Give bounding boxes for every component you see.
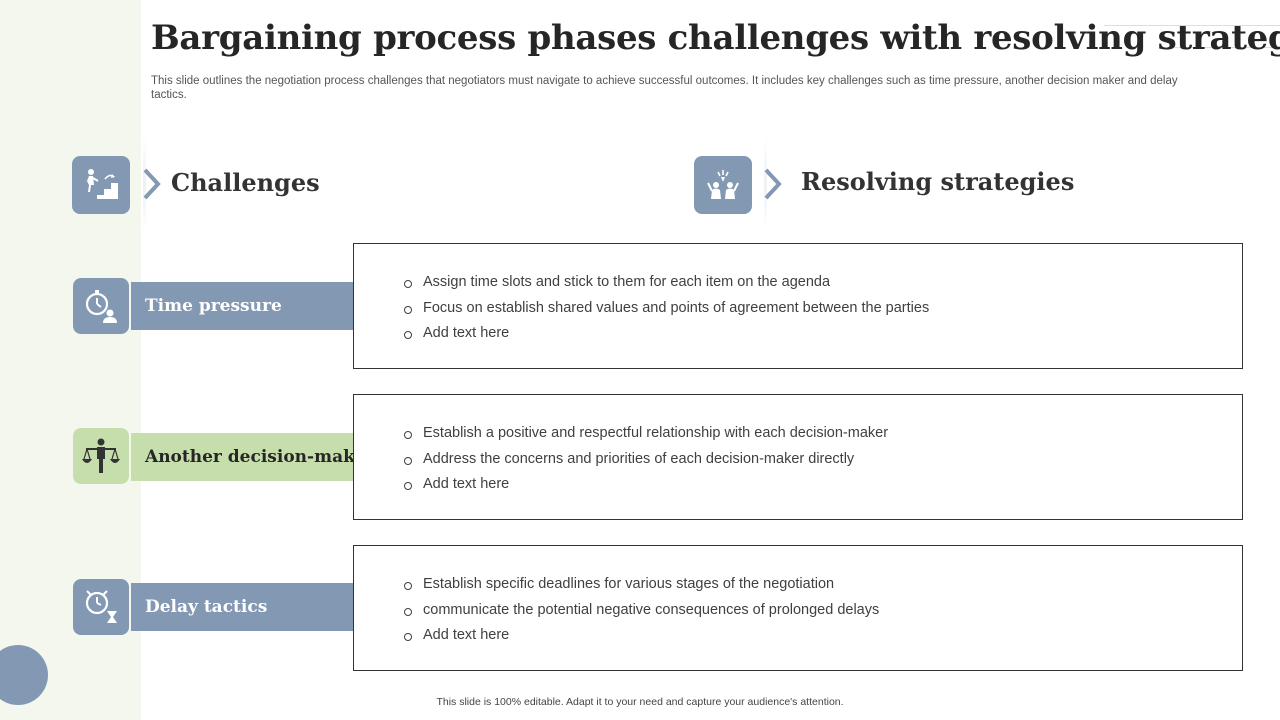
header-separator: [143, 136, 146, 232]
list-item: Add text here: [404, 623, 1242, 649]
decor-line: [1175, 47, 1280, 48]
clock-hourglass-icon: [73, 579, 129, 635]
row-label-another-decision-maker: Another decision-maker: [131, 433, 385, 481]
stairs-climb-icon: [72, 156, 130, 214]
resolving-strategies-heading: Resolving strategies: [801, 167, 1075, 196]
strategy-box-time-pressure: Assign time slots and stick to them for …: [353, 243, 1243, 369]
list-item: Address the concerns and priorities of e…: [404, 447, 1242, 473]
list-item: communicate the potential negative conse…: [404, 598, 1242, 624]
list-item: Establish specific deadlines for various…: [404, 572, 1242, 598]
stopwatch-person-icon: [73, 278, 129, 334]
strategy-box-delay-tactics: Establish specific deadlines for various…: [353, 545, 1243, 671]
list-item: Add text here: [404, 321, 1242, 347]
list-item: Add text here: [404, 472, 1242, 498]
header-separator: [764, 136, 767, 232]
list-item: Assign time slots and stick to them for …: [404, 270, 1242, 296]
strategy-box-another-decision-maker: Establish a positive and respectful rela…: [353, 394, 1243, 520]
decor-line: [1104, 25, 1280, 26]
row-label-time-pressure: Time pressure: [131, 282, 385, 330]
team-brainstorm-icon: [694, 156, 752, 214]
footer-note: This slide is 100% editable. Adapt it to…: [436, 696, 844, 708]
person-balance-icon: [73, 428, 129, 484]
decor-circle: [0, 645, 48, 705]
list-item: Focus on establish shared values and poi…: [404, 296, 1242, 322]
list-item: Establish a positive and respectful rela…: [404, 421, 1242, 447]
chevron-right-icon: [764, 168, 782, 200]
row-label-delay-tactics: Delay tactics: [131, 583, 385, 631]
slide-title: Bargaining process phases challenges wit…: [151, 18, 1280, 58]
challenges-heading: Challenges: [171, 168, 320, 197]
slide-subtitle: This slide outlines the negotiation proc…: [151, 75, 1178, 101]
chevron-right-icon: [143, 168, 161, 200]
